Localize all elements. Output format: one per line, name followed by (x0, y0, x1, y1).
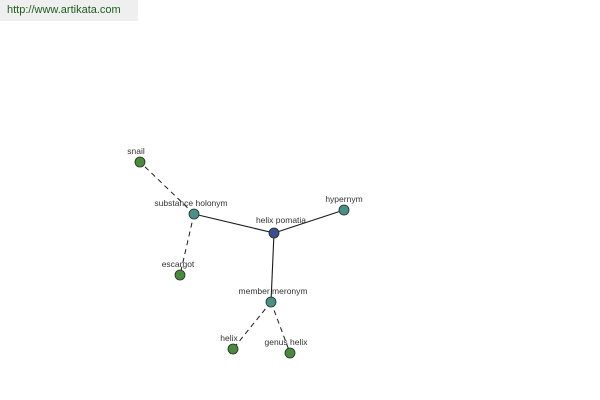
node-escargot[interactable] (174, 269, 186, 281)
node-label-hypernym: hypernym (325, 194, 362, 204)
node-helix[interactable] (227, 343, 239, 355)
graph-labels: helix pomatia substance holonym hypernym me… (127, 146, 362, 347)
node-label-genus-helix: genus helix (264, 337, 308, 347)
node-center[interactable] (268, 227, 280, 239)
graph-nodes (134, 156, 350, 359)
edge-holonym-escargot (179, 213, 195, 276)
edge-center-hypernym (273, 209, 345, 234)
edge-center-holonym (193, 213, 275, 234)
node-hypernym[interactable] (338, 204, 350, 216)
node-label-escargot: escargot (162, 259, 195, 269)
watermark-url: http://www.artikata.com (0, 0, 138, 21)
node-label-center: helix pomatia (256, 215, 306, 225)
node-meronym[interactable] (265, 296, 277, 308)
edge-center-meronym (270, 232, 275, 303)
node-snail[interactable] (134, 156, 146, 168)
node-label-helix: helix (220, 333, 238, 343)
node-label-holonym: substance holonym (154, 198, 227, 208)
node-holonym[interactable] (188, 208, 200, 220)
edge-holonym-snail (139, 161, 195, 215)
node-label-meronym: member meronym (239, 286, 308, 296)
node-genus-helix[interactable] (284, 347, 296, 359)
edge-meronym-helix (232, 301, 272, 350)
edge-meronym-genus_helix (270, 301, 291, 354)
graph-edges (139, 161, 345, 354)
node-label-snail: snail (127, 146, 145, 156)
